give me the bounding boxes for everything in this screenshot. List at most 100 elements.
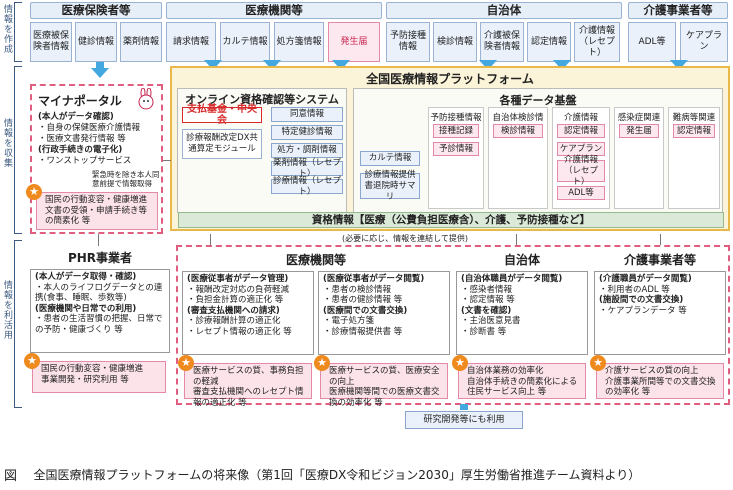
- down-arrow-icon: [553, 60, 571, 70]
- note-line: ・診療報酬計算の適正化: [187, 316, 281, 326]
- source-group-medical: 医療機関等 請求情報 カルテ情報 処方箋情報 発生届: [166, 2, 382, 66]
- connector-line: [516, 234, 517, 246]
- star-icon: ★: [26, 184, 42, 200]
- down-arrow-icon: [263, 60, 281, 70]
- note-line: ・感染者情報: [461, 284, 513, 295]
- note-line: (施設間での文書交換): [599, 295, 684, 305]
- portal-line: (行政手続きの電子化): [38, 145, 123, 155]
- online-qualification-system: オンライン資格確認等システム 支払基金・中央会 診療報酬改定DX共通算定モジュー…: [177, 88, 347, 213]
- down-arrow-icon: [479, 60, 497, 70]
- subcol-care: 介護情報 認定情報 ケアプラン 介護情報（レセプト） ADL等: [552, 107, 610, 209]
- source-item: 介護情報（レセプト）: [574, 22, 620, 62]
- municipality-column: 自治体 (自治体職員がデータ閲覧) ・感染者情報 ・認定情報 等 (文書を確認)…: [452, 251, 588, 399]
- arrow-shaft: [96, 62, 104, 70]
- arrow-shaft: [460, 404, 468, 410]
- benefit-item: 医療機関等間での医療文書交換の効率化 等: [329, 387, 440, 408]
- note-line: ・認定情報 等: [461, 295, 515, 305]
- subcol-item: 予診情報: [433, 142, 479, 156]
- source-item: 健診情報: [75, 22, 117, 62]
- star-icon: ★: [314, 355, 330, 371]
- source-item: 請求情報: [166, 22, 216, 62]
- note-line: ・ケアプランデータ 等: [599, 305, 687, 316]
- portal-line: ・医療文書発行情報 等: [38, 134, 126, 144]
- system-item: 処方・調剤情報: [271, 143, 343, 158]
- benefit-item: 審査支払機関へのレセプト情報の適正化 等: [193, 387, 304, 408]
- benefit-item: 医療サービスの質、事務負担の軽減: [193, 366, 304, 387]
- source-item: ADL等: [628, 22, 676, 62]
- municipality-benefits: 自治体業務の効率化 自治体手続きの簡素化による住民サービス向上 等: [458, 363, 586, 399]
- use-bracket: [14, 240, 22, 408]
- source-item: 薬剤情報: [120, 22, 162, 62]
- source-item: 検診情報: [433, 22, 477, 62]
- usage-area: 医療機関等 (医療従事者がデータ管理) ・報酬改定対応の負荷軽減 ・負担金計算の…: [176, 245, 730, 408]
- subcol-item: 発生届: [619, 124, 659, 138]
- medical-column: 医療機関等 (医療従事者がデータ管理) ・報酬改定対応の負荷軽減 ・負担金計算の…: [178, 251, 450, 408]
- subcol-vaccination: 予防接種情報 接種記録 予診情報: [428, 107, 484, 209]
- subcol-item: 接種記録: [433, 124, 479, 138]
- qualification-info-bar: 資格情報【医療（公費負担医療含）、介護、予防接種など】: [178, 212, 724, 228]
- source-item: ケアプラン: [680, 22, 728, 62]
- note-line: ・報酬改定対応の負荷軽減: [187, 284, 290, 295]
- source-head: 医療機関等: [166, 2, 382, 19]
- medical-notes-right: (医療従事者がデータ閲覧) ・患者の検診情報 ・患者の健診情報 等 (医療間での…: [318, 271, 450, 355]
- phr-column: PHR事業者 (本人がデータ取得・確認) ・本人のライフログデータとの連携(食事…: [24, 245, 170, 405]
- portal-line: (本人がデータ確認): [38, 112, 114, 122]
- karte-box: カルテ情報: [360, 151, 420, 166]
- benefit-item: 国民の行動変容・健康増進: [45, 195, 148, 205]
- subcol-item: ADL等: [557, 186, 605, 200]
- source-item: カルテ情報: [220, 22, 270, 62]
- note-line: ・診療情報提供書 等: [323, 326, 403, 337]
- platform: 全国医療情報プラットフォーム オンライン資格確認等システム 支払基金・中央会 診…: [170, 66, 730, 231]
- star-icon: ★: [452, 355, 468, 371]
- subcol-item: 介護情報（レセプト）: [557, 155, 605, 187]
- portal-benefits: 国民の行動変容・健康増進 文書の受領・申請手続き等の簡素化 等: [36, 192, 158, 230]
- source-item: 認定情報: [527, 22, 571, 62]
- source-group-municipality: 自治体 予防接種情報 検診情報 介護被保険者情報 認定情報 介護情報（レセプト）: [386, 2, 622, 66]
- note-line: (文書を確認): [461, 305, 512, 316]
- connector-line: [660, 234, 661, 246]
- note-line: ・主治医意見書: [461, 316, 521, 326]
- note-line: (医療従事者がデータ管理): [187, 274, 289, 284]
- medical-benefits-right: 医療サービスの質、医療安全の向上 医療機関等間での医療文書交換の効率化 等: [320, 363, 448, 408]
- note-line: ・患者の検診情報: [323, 284, 392, 295]
- care-benefits: 介護サービスの質の向上 介護事業所間等での文書交換の効率化 等: [596, 363, 724, 399]
- create-bracket: [14, 2, 22, 62]
- module-box: 診療報酬改定DX共通算定モジュール: [182, 129, 262, 159]
- source-item: 介護被保険者情報: [480, 22, 524, 62]
- data-title: 各種データ基盤: [499, 94, 577, 107]
- benefit-item: 介護サービスの質の向上: [605, 366, 699, 376]
- subcol-municipal-screening: 自治体検診情報 検診情報: [488, 107, 548, 209]
- star-icon: ★: [178, 355, 194, 371]
- fund-box: 支払基金・中央会: [182, 104, 262, 126]
- note-line: (医療従事者がデータ閲覧): [323, 274, 425, 284]
- down-arrow-icon: [332, 60, 350, 70]
- connector-line: [163, 160, 171, 161]
- connector-line: [210, 234, 211, 246]
- portal-title: マイナポータル: [38, 94, 122, 108]
- figure-caption: 図 全国医療情報プラットフォームの将来像（第1回「医療DX令和ビジョン2030」…: [4, 465, 640, 484]
- side-label-create: 情報を作成: [2, 4, 12, 54]
- mascot-icon: [138, 88, 154, 110]
- phr-notes: (本人がデータ取得・確認) ・本人のライフログデータとの連携(食事、睡眠、歩数等…: [30, 269, 170, 353]
- note-line: ・負担金計算の適正化 等: [187, 295, 284, 305]
- caption-label: 図: [4, 469, 18, 484]
- municipality-notes: (自治体職員がデータ閲覧) ・感染者情報 ・認定情報 等 (文書を確認) ・主治…: [456, 271, 588, 355]
- system-title: オンライン資格確認等システム: [185, 93, 339, 106]
- data-infrastructure: 各種データ基盤 カルテ情報 診療情報提供書退院時サマリ 予防接種情報 接種記録 …: [353, 88, 723, 213]
- star-icon: ★: [24, 353, 40, 369]
- medical-benefits-left: 医療サービスの質、事務負担の軽減 審査支払機関へのレセプト情報の適正化 等: [184, 363, 312, 408]
- connector-line: [98, 234, 99, 246]
- summary-box: 診療情報提供書退院時サマリ: [360, 170, 420, 202]
- side-label-collect: 情報を収集: [2, 118, 12, 168]
- benefit-item: 医療サービスの質、医療安全の向上: [329, 366, 440, 387]
- care-notes: (介護職員がデータ閲覧) ・利用者のADL 等 (施設間での文書交換) ・ケアプ…: [594, 271, 726, 355]
- benefit-item: 事業開発・研究利用 等: [41, 374, 129, 385]
- emergency-note: 緊急時を除き本人同意前提で情報取得: [92, 170, 160, 188]
- source-item: 医療被保険者情報: [30, 22, 72, 62]
- note-line: ・電子処方箋: [323, 316, 375, 326]
- benefit-item: 自治体業務の効率化: [467, 366, 544, 376]
- system-item: 薬剤情報（レセプト）: [271, 157, 343, 179]
- benefit-item: 文書の受領・申請手続き等の簡素化 等: [45, 205, 148, 227]
- note-line: (自治体職員がデータ閲覧): [461, 274, 563, 284]
- subcol-title: 難病等関連: [672, 113, 716, 123]
